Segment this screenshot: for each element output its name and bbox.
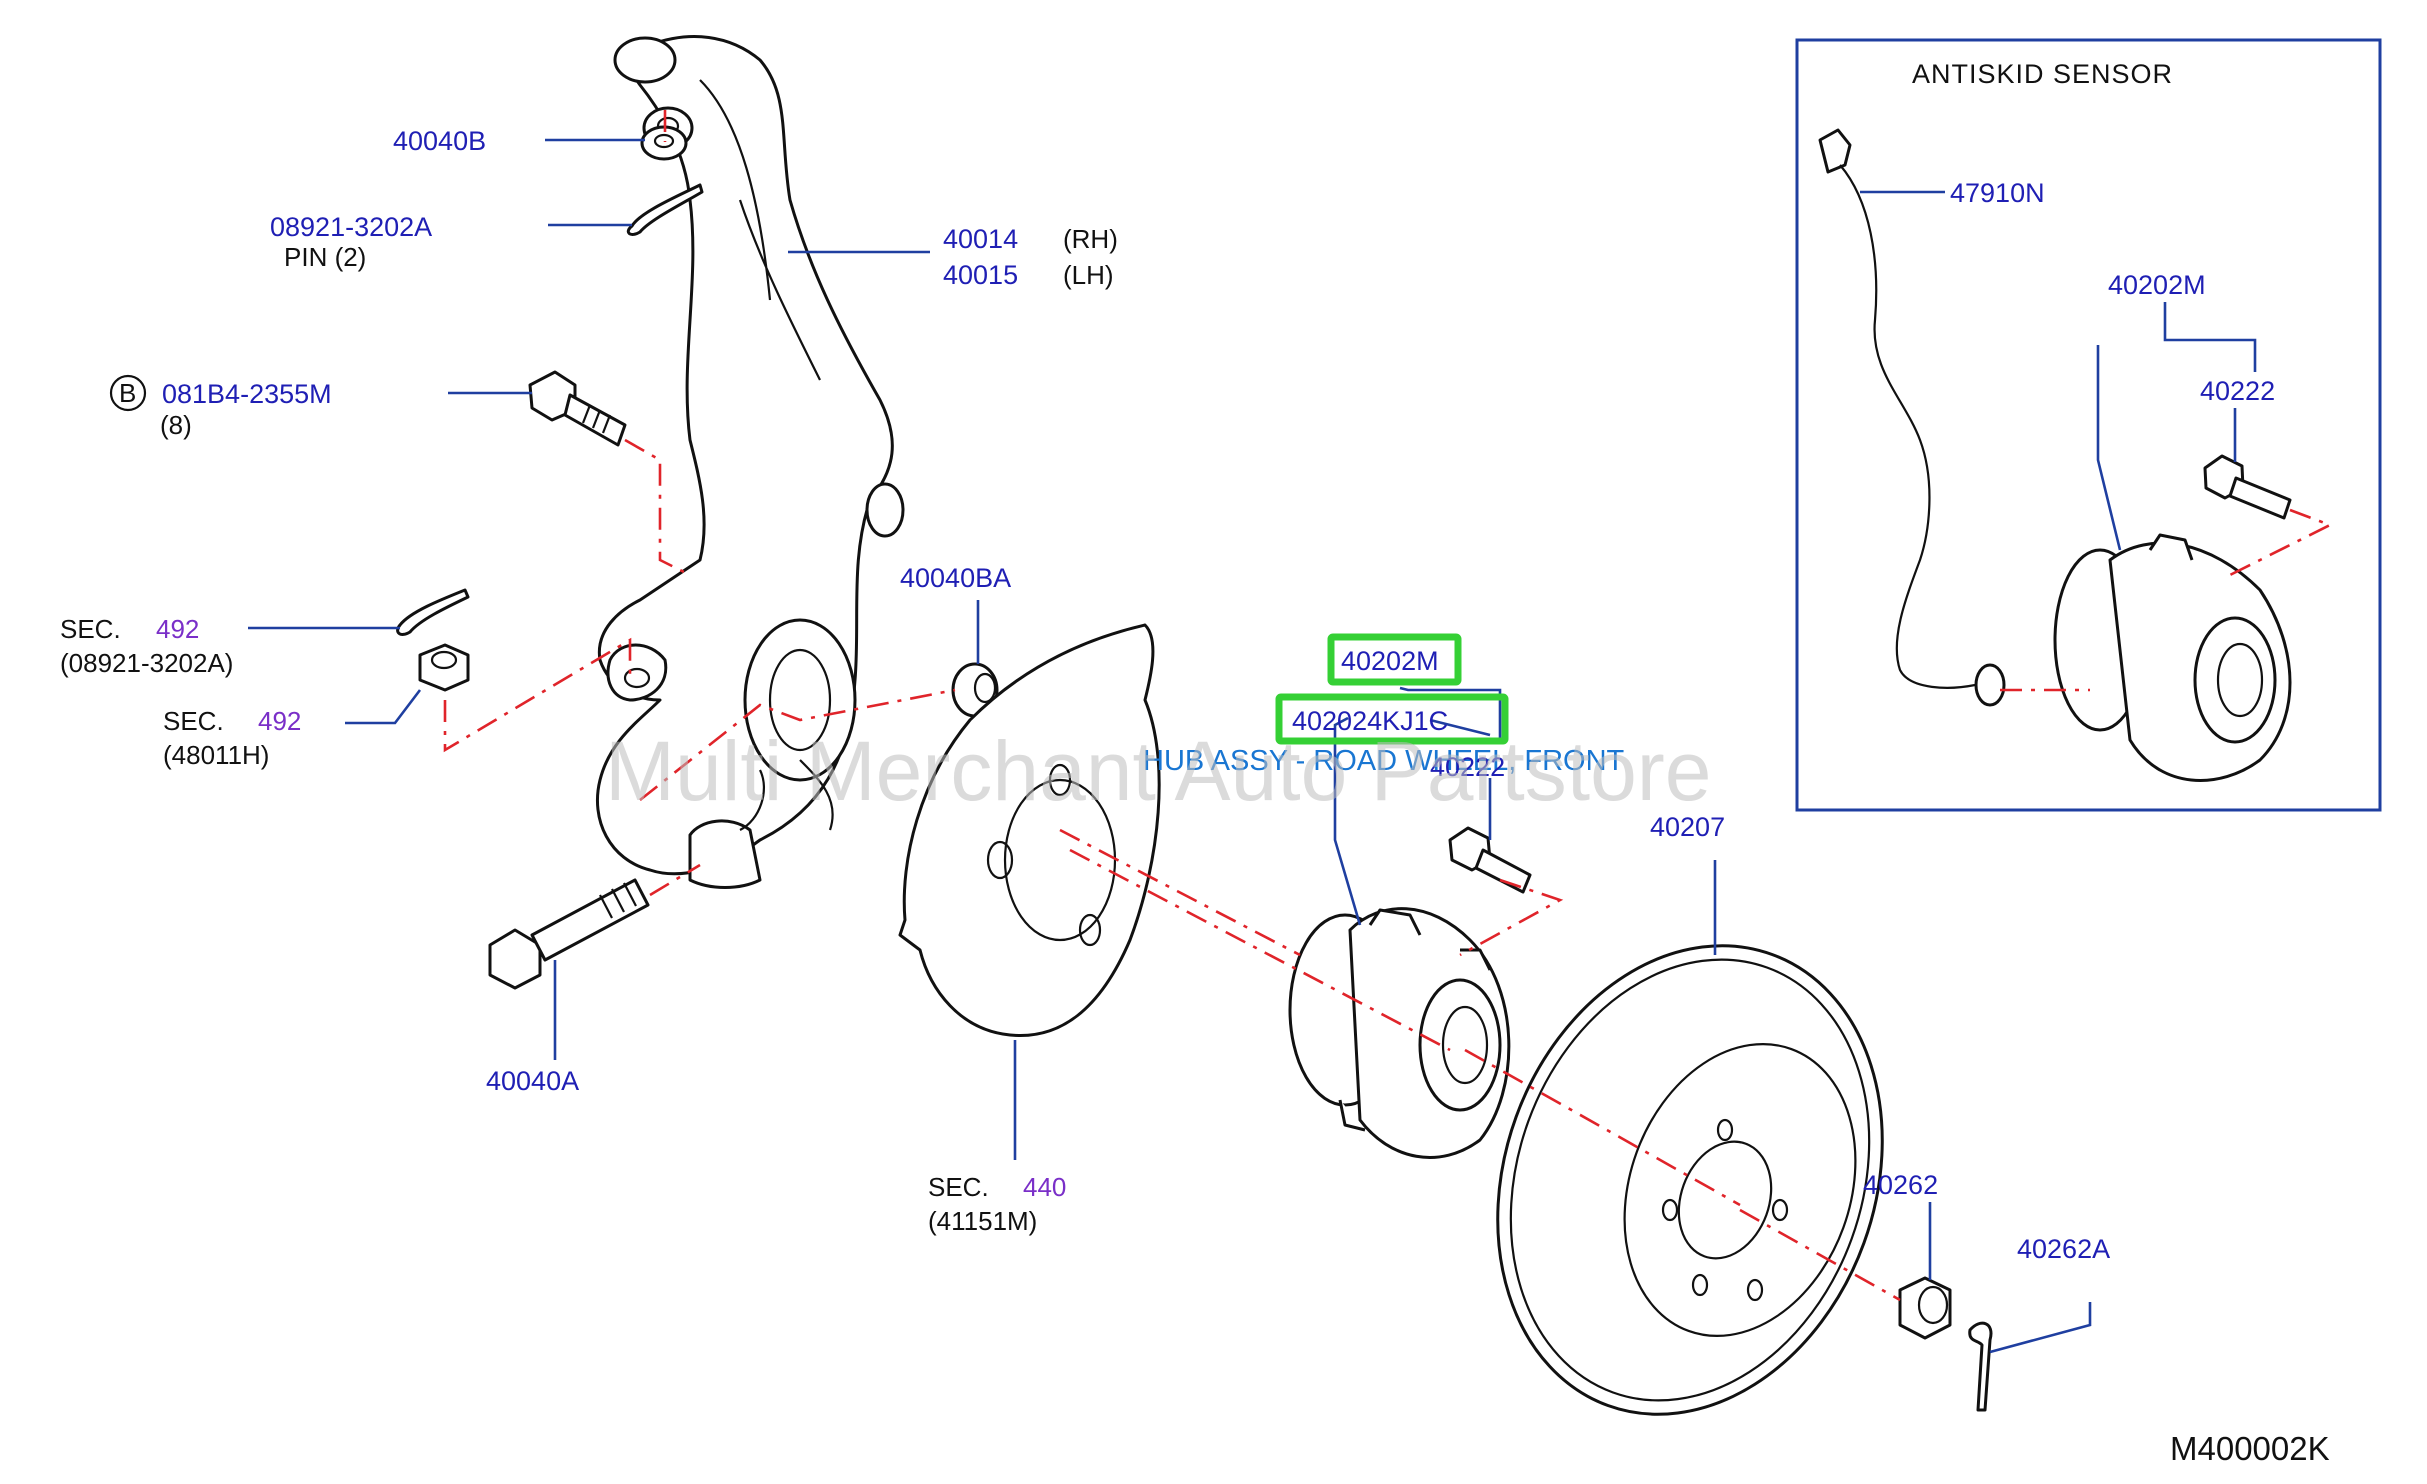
antiskid-sensor-inset [1795, 38, 2382, 812]
label-40202M[interactable]: 40202M [1341, 646, 1439, 676]
bolt-40040A-drawing [488, 878, 650, 990]
watermark: Multi Merchant Auto Partstore [605, 724, 1711, 818]
label-sec-440[interactable]: 440 [1023, 1172, 1066, 1202]
label-40014[interactable]: 40014 [943, 224, 1018, 254]
label-40015[interactable]: 40015 [943, 260, 1018, 290]
label-40040B[interactable]: 40040B [393, 126, 486, 156]
label-40222[interactable]: 40222 [1430, 752, 1505, 782]
pin-40262A-drawing [1968, 1321, 1993, 1412]
assembly-dashed-lines [443, 110, 2334, 1302]
label-sec-ref-08921: (08921-3202A) [60, 648, 233, 678]
label-40262A[interactable]: 40262A [2017, 1234, 2110, 1264]
caption-hub-assy: HUB ASSY - ROAD WHEEL, FRONT [1143, 745, 1625, 777]
nut-40262-drawing [1898, 1276, 1952, 1340]
label-sec-ref-41151M: (41151M) [928, 1206, 1037, 1236]
bolt-081B4-drawing [528, 370, 627, 447]
label-40207[interactable]: 40207 [1650, 812, 1725, 842]
inset-title: ANTISKID SENSOR [1912, 59, 2173, 89]
label-sec-3: SEC. [928, 1172, 989, 1202]
label-sec-492-1[interactable]: 492 [156, 614, 199, 644]
label-lh: (LH) [1063, 260, 1114, 290]
circle-b-marker [109, 374, 147, 412]
label-sec-2: SEC. [163, 706, 224, 736]
label-pin-qty: PIN (2) [284, 242, 366, 272]
label-rh: (RH) [1063, 224, 1118, 254]
label-sec-ref-48011H: (48011H) [163, 740, 269, 770]
antiskid-sensor-drawing [1818, 128, 2006, 707]
leader-lines [248, 138, 2257, 1354]
label-081B4-2355M[interactable]: 081B4-2355M [162, 379, 332, 409]
pin-sec492-drawing [396, 588, 470, 636]
label-sec-1: SEC. [60, 614, 121, 644]
label-47910N[interactable]: 47910N [1950, 178, 2045, 208]
label-40040A[interactable]: 40040A [486, 1066, 579, 1096]
hub-assy-drawing [1288, 907, 1511, 1159]
label-402024KJ1C[interactable]: 402024KJ1C [1292, 706, 1448, 736]
bolt-40222-drawing [1448, 826, 1532, 894]
brake-rotor-drawing [1496, 944, 1884, 1416]
dust-shield-drawing [898, 623, 1161, 1038]
diagram-code: M400002K [2170, 1430, 2330, 1467]
label-inset-40222[interactable]: 40222 [2200, 376, 2275, 406]
label-40040BA[interactable]: 40040BA [900, 563, 1011, 593]
pin-08921-drawing [626, 183, 704, 236]
label-08921-3202A[interactable]: 08921-3202A [270, 212, 432, 242]
inset-hub-drawing [2053, 533, 2292, 782]
label-40262[interactable]: 40262 [1863, 1170, 1938, 1200]
nut-sec492-drawing [418, 643, 470, 692]
label-b-marker: B [119, 378, 136, 408]
label-inset-40202M[interactable]: 40202M [2108, 270, 2206, 300]
washer-40040B-drawing [640, 125, 688, 161]
highlight-402024KJ1C[interactable] [1275, 693, 1509, 745]
inset-bolt-40222-drawing [2203, 454, 2292, 520]
highlight-40202M[interactable] [1327, 633, 1462, 686]
label-sec-492-2[interactable]: 492 [258, 706, 301, 736]
label-qty-8: (8) [160, 410, 192, 440]
